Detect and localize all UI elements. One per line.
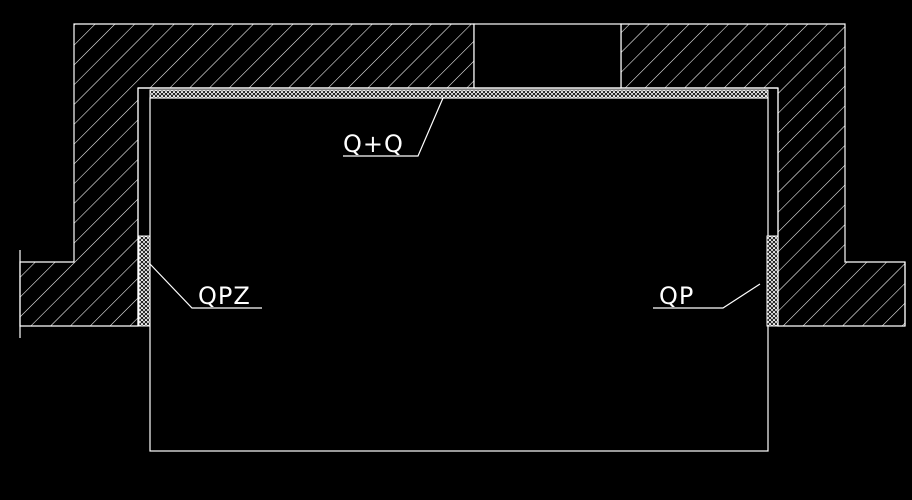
room-outline: [149, 97, 769, 452]
left-leader-line: [149, 263, 262, 309]
label-top: Q+Q: [343, 130, 404, 158]
label-left: QPZ: [198, 282, 251, 310]
right-leader-line: [653, 283, 761, 309]
left-wall-insulation: [138, 235, 151, 327]
top-leader-line: [343, 97, 444, 157]
right-wall-insulation: [766, 235, 779, 327]
label-right: QP: [659, 282, 694, 310]
ceiling-insulation: [149, 89, 769, 99]
slab-opening: [473, 23, 622, 89]
